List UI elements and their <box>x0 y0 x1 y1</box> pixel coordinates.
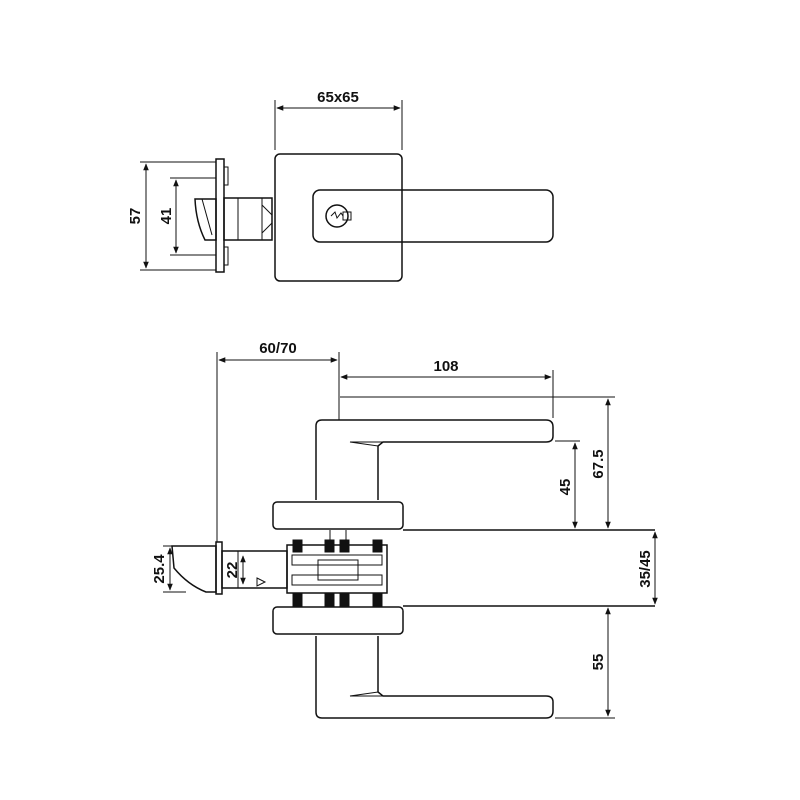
dim-backset: 60/70 <box>259 340 297 357</box>
dim-latch-face: 25.4 <box>151 554 168 584</box>
dim-lower-lever-height: 55 <box>590 654 607 671</box>
latch-direction-icon <box>256 577 267 587</box>
square-rose <box>274 153 403 282</box>
faceplate-screw-top <box>223 166 229 186</box>
lower-rose <box>272 606 404 635</box>
key-cylinder <box>325 204 349 228</box>
top-view: 65x65 57 41 <box>127 89 554 282</box>
dim-latch-height-outer: 57 <box>127 208 144 225</box>
lower-lever <box>315 636 554 719</box>
mechanism-screw-1 <box>292 539 303 553</box>
faceplate-screw-bottom <box>223 246 229 266</box>
dim-lever-length: 108 <box>433 358 458 375</box>
latch-body <box>223 197 273 241</box>
mechanism-screw-8 <box>372 593 383 607</box>
mechanism-screw-5 <box>292 593 303 607</box>
latch-bolt-top <box>194 198 217 241</box>
dim-lever-offset: 45 <box>557 479 574 496</box>
mechanism-screw-4 <box>372 539 383 553</box>
key-slot-icon <box>330 211 344 220</box>
dim-rose-size: 65x65 <box>317 89 359 106</box>
side-view: 60/70 108 67.5 45 35/45 55 25.4 22 <box>151 340 658 719</box>
dim-door-thickness: 35/45 <box>637 550 654 588</box>
mechanism-screw-7 <box>339 593 350 607</box>
dim-lever-height: 67.5 <box>590 449 607 478</box>
upper-rose <box>272 501 404 530</box>
latch-tube <box>221 550 288 589</box>
latch-bolt-side <box>171 545 217 593</box>
lever-handle-top <box>312 189 554 243</box>
mechanism-screw-3 <box>339 539 350 553</box>
upper-lever <box>315 419 554 500</box>
dim-latch-bolt: 22 <box>224 562 241 579</box>
dim-latch-height-inner: 41 <box>158 208 175 225</box>
latch-faceplate-side <box>215 541 223 595</box>
latch-faceplate <box>215 158 225 273</box>
